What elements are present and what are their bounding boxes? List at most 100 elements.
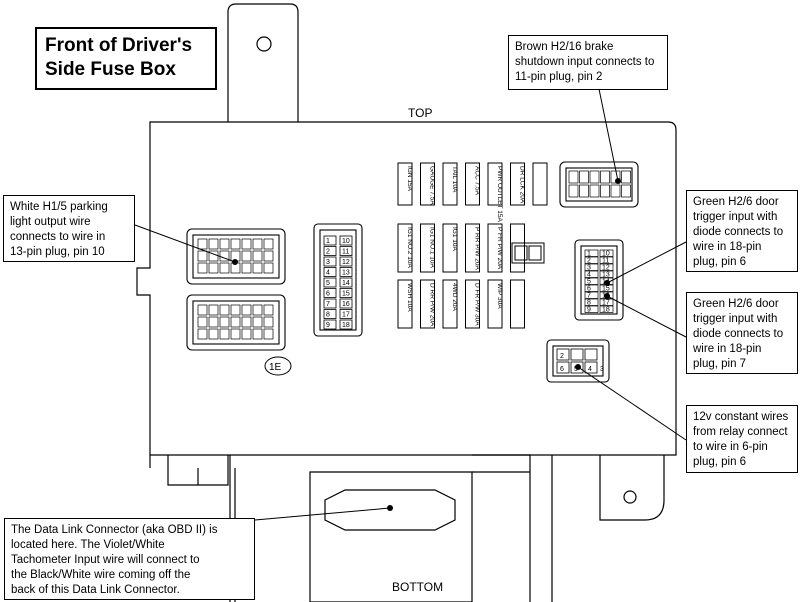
connector-pin — [599, 298, 614, 306]
connector-pin — [252, 238, 263, 250]
fuse-slot: ACC 7.5A — [465, 162, 481, 206]
fuse-slot: P RR P/W 20A — [465, 223, 481, 273]
connector-pin — [323, 298, 337, 309]
fuse-label: D FR P/W 30A — [474, 283, 481, 326]
connector-pin — [252, 304, 263, 316]
pin-number: 5 — [574, 366, 578, 373]
top-label: TOP — [408, 106, 433, 120]
fuse-label: DR LCK 20A — [519, 166, 526, 204]
connector-pin — [263, 262, 274, 274]
connector-pin — [599, 270, 614, 278]
connector-pin — [197, 250, 208, 262]
pin-number: 8 — [587, 300, 591, 307]
pin-number: 2 — [560, 353, 564, 360]
fuse-label: PWR OUTLET 15A — [496, 166, 503, 223]
connector-18pin-right — [574, 239, 624, 321]
connector-pin — [241, 238, 252, 250]
pin-number: 2 — [326, 249, 330, 256]
connector-pin — [621, 170, 631, 184]
connector-pin — [323, 277, 337, 288]
connector-pin — [599, 305, 614, 313]
connector-pin — [584, 277, 599, 285]
connector-pin — [599, 263, 614, 271]
connector-pin — [230, 238, 241, 250]
fuse-slot: WIP 30A — [487, 279, 503, 329]
connector-pin — [219, 262, 230, 274]
connector-pin — [263, 238, 274, 250]
connector-pin — [323, 319, 337, 330]
fuse-slot: WSH 10A — [397, 279, 413, 329]
callout-dlc: The Data Link Connector (aka OBD II) is … — [4, 518, 255, 600]
pin-number: 6 — [326, 291, 330, 298]
relay-1e-label: 1E — [269, 362, 282, 373]
fuse-label: WSH 10A — [406, 283, 413, 312]
connector-pin — [197, 262, 208, 274]
connector-pin — [339, 319, 353, 330]
pin-number: 17 — [602, 300, 610, 307]
connector-pin — [584, 298, 599, 306]
fuse-label: TAIL 10A — [451, 166, 458, 193]
pin-number: 5 — [587, 279, 591, 286]
connector-pin — [323, 309, 337, 319]
connector-pin — [589, 184, 600, 198]
connector-pin — [252, 328, 263, 340]
callout-brown-brake: Brown H2/16 brake shutdown input connect… — [508, 35, 668, 90]
connector-pin — [570, 348, 584, 361]
fuse-slot: GAUGE 7.5A — [420, 162, 436, 206]
pin-number: 18 — [602, 307, 610, 314]
connector-pin — [339, 277, 353, 288]
dlc-port — [324, 489, 456, 531]
fuse-label: ACC 7.5A — [474, 166, 481, 196]
callout-green-pin7: Green H2/6 door trigger input with diode… — [686, 292, 798, 374]
connector-pin — [208, 238, 219, 250]
pin-number: 9 — [326, 322, 330, 329]
title-line-1: Front of Driver's — [45, 35, 193, 56]
fuse-slot: P FR P/W 20A — [487, 223, 503, 273]
pin-number: 10 — [342, 238, 350, 245]
connector-pin — [197, 316, 208, 328]
connector-pin — [323, 288, 337, 298]
connector-pin — [323, 246, 337, 256]
connector-pin — [339, 288, 353, 298]
connector-pin — [568, 170, 579, 184]
pin-number: 15 — [342, 291, 350, 298]
connector-pin — [323, 256, 337, 267]
fuse-slot: D RR P/W 20A — [420, 279, 436, 329]
connector-pin — [339, 267, 353, 277]
connector-6pin — [546, 339, 610, 383]
pin-number: 4 — [326, 270, 330, 277]
pin-number: 7 — [587, 293, 591, 300]
callout-12v-constant: 12v constant wires from relay connect to… — [686, 405, 798, 473]
fuse-slot: D FR P/W 30A — [465, 279, 481, 329]
diagram-title: Front of Driver's Side Fuse Box — [35, 27, 217, 90]
connector-pin — [219, 328, 230, 340]
housing-outline — [136, 121, 677, 456]
connector-pin — [584, 361, 598, 374]
connector-pin — [241, 262, 252, 274]
leader-lines — [134, 88, 687, 521]
pin-number: 18 — [342, 322, 350, 329]
connector-pin — [584, 270, 599, 278]
connector-pin — [584, 291, 599, 299]
top-mounting-tab — [227, 3, 299, 122]
connector-pin — [252, 262, 263, 274]
pin-number: 17 — [342, 312, 350, 319]
connector-pin — [600, 184, 610, 198]
pin-number: 8 — [326, 312, 330, 319]
connector-pin — [579, 184, 589, 198]
pin-number: 3 — [587, 265, 591, 272]
fuse-label: GAUGE 7.5A — [429, 166, 436, 205]
connector-pin — [252, 316, 263, 328]
mini-relay — [511, 242, 545, 264]
pin-number: 10 — [602, 251, 610, 258]
connector-pin — [208, 316, 219, 328]
connector-pin — [208, 328, 219, 340]
connector-pin — [219, 316, 230, 328]
connector-pin — [197, 304, 208, 316]
connector-pin — [219, 238, 230, 250]
connector-pin — [599, 249, 614, 257]
connector-pin — [197, 238, 208, 250]
fuse-label: P FR P/W 20A — [496, 227, 503, 270]
pin-number: 11 — [602, 258, 609, 265]
